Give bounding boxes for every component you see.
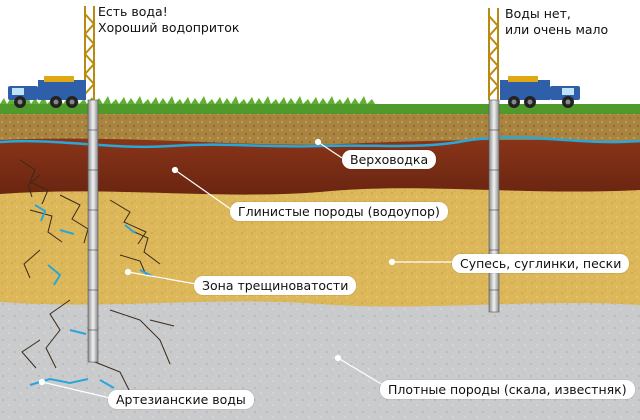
label-dense-rock: Плотные породы (скала, известняк) (380, 380, 635, 399)
label-artesian: Артезианские воды (108, 390, 254, 409)
label-clay: Глинистые породы (водоупор) (230, 202, 448, 221)
leader-lines (38, 138, 452, 399)
right-caption-line2: или очень мало (505, 22, 609, 37)
right-caption-line1: Воды нет, (505, 6, 571, 21)
well-pipe-icon (87, 99, 99, 363)
left-caption-line2: Хороший водоприток (98, 20, 240, 35)
grass-strip (0, 104, 640, 114)
left-caption: Есть вода! Хороший водоприток (98, 4, 239, 36)
left-caption-line1: Есть вода! (98, 4, 168, 19)
truck-icon (500, 76, 580, 108)
dense-rock-layer (0, 300, 640, 420)
right-caption: Воды нет, или очень мало (505, 6, 608, 38)
label-perched-water: Верховодка (342, 150, 437, 169)
topsoil-layer (0, 112, 640, 145)
well-pipe-icon (488, 99, 500, 313)
label-sandy-loam: Супесь, суглинки, пески (452, 254, 630, 273)
drilling-rig-icon (83, 6, 96, 100)
clay-layer (0, 136, 640, 195)
label-fracture-zone: Зона трещиноватости (194, 276, 357, 295)
truck-icon (8, 76, 86, 108)
drilling-rig-icon (487, 8, 500, 100)
sand-loam-layer (0, 186, 640, 307)
perched-water-line (0, 136, 640, 149)
